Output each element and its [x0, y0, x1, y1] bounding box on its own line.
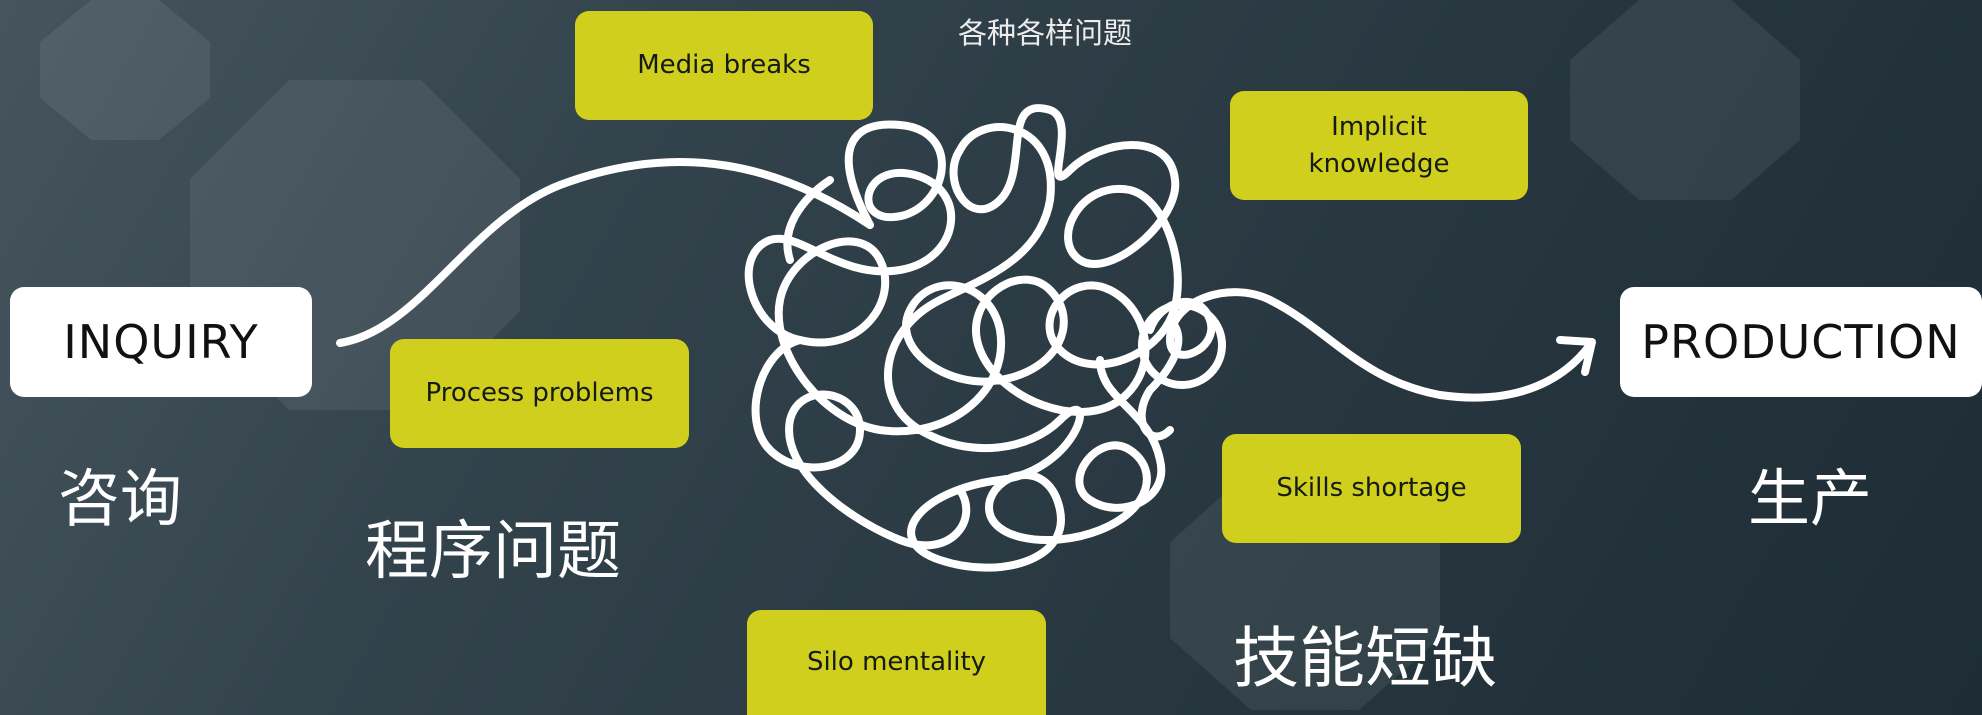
problem-box-silo-mentality: Silo mentality [747, 610, 1046, 715]
inquiry-box: INQUIRY [10, 287, 312, 397]
implicit-line-1: Implicit [1331, 111, 1427, 142]
problem-box-skills-shortage: Skills shortage [1222, 434, 1521, 543]
implicit-line-2: knowledge [1308, 148, 1450, 179]
process-cn-label: 程序问题 [365, 515, 621, 589]
production-box: PRODUCTION [1620, 287, 1982, 397]
background-octagon [1570, 0, 1800, 200]
problem-box-process-problems: Process problems [390, 339, 689, 448]
background-octagon [40, 0, 210, 140]
production-cn-label: 生产 [1748, 462, 1873, 535]
skills-cn-label: 技能短缺 [1233, 620, 1497, 697]
inquiry-cn-label: 咨询 [58, 462, 183, 535]
problem-box-media-breaks: Media breaks [575, 11, 873, 120]
problem-box-implicit-knowledge: Implicit knowledge [1230, 91, 1528, 200]
diagram-title: 各种各样问题 [958, 16, 1133, 50]
